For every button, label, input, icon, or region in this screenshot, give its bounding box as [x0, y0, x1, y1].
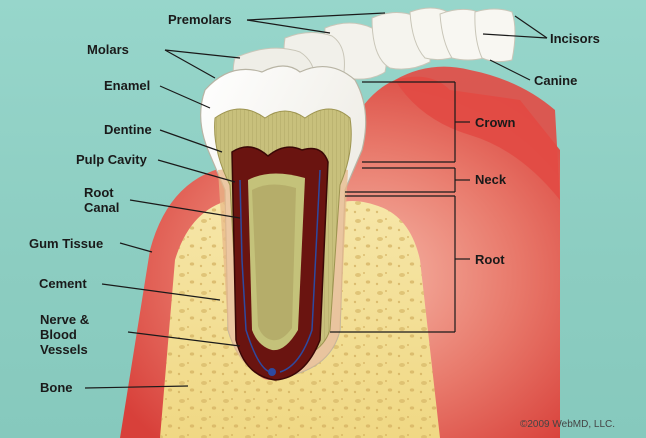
label-root: Root [475, 252, 505, 267]
label-nerve-line1: Nerve & [40, 312, 90, 327]
leader-lines [84, 12, 548, 389]
label-incisors: Incisors [550, 31, 600, 46]
label-enamel: Enamel [104, 78, 151, 93]
label-gum-tissue: Gum Tissue [29, 236, 104, 251]
label-nerve-line2: Blood [40, 327, 77, 342]
label-root-canal-line2: Canal [84, 200, 120, 215]
label-canine: Canine [534, 73, 578, 88]
label-nerve-line3: Vessels [40, 342, 88, 357]
label-molars: Molars [87, 42, 129, 57]
main-molar [200, 65, 367, 381]
label-pulp-cavity: Pulp Cavity [76, 152, 147, 167]
label-root-canal-line1: Root [84, 185, 114, 200]
copyright-notice: ©2009 WebMD, LLC. [520, 419, 616, 430]
label-cement: Cement [39, 276, 87, 291]
label-premolars: Premolars [168, 12, 232, 27]
label-neck: Neck [475, 172, 507, 187]
label-crown: Crown [475, 115, 516, 130]
label-dentine: Dentine [104, 122, 152, 137]
label-bone: Bone [40, 380, 73, 395]
